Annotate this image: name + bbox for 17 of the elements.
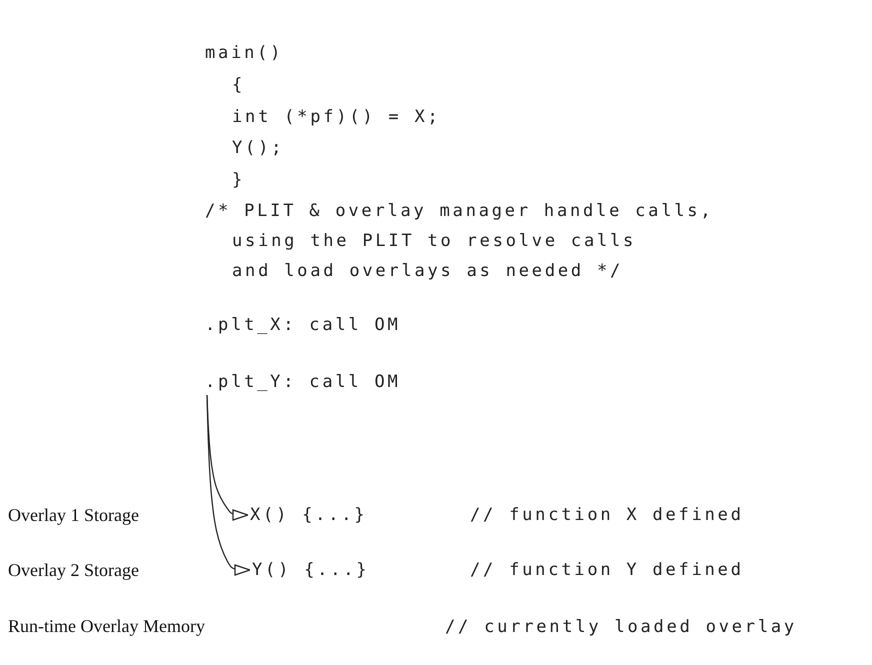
- code-line: {: [232, 74, 246, 97]
- code-comment: // currently loaded overlay: [445, 616, 797, 639]
- region-label: Overlay 1 Storage: [8, 504, 139, 527]
- region-label: Overlay 2 Storage: [8, 559, 139, 582]
- code-line: Y();: [232, 137, 284, 160]
- arrow: [206, 394, 251, 576]
- code-comment: /* PLIT & overlay manager handle calls, using the PLIT to resolve calls and load overlays as needed */: [205, 200, 714, 283]
- code-line: int (*pf)() = X;: [232, 106, 441, 129]
- region-label: Run-time Overlay Memory: [8, 615, 205, 638]
- code-comment: // function Y defined: [470, 559, 744, 582]
- code-line: }: [232, 169, 246, 192]
- function-code: X() {...}: [250, 500, 368, 530]
- code-line: .plt_Y: call OM: [205, 367, 401, 397]
- code-line: .plt_X: call OM: [205, 310, 401, 340]
- function-code: Y() {...}: [252, 555, 370, 585]
- code-comment: // function X defined: [470, 504, 744, 527]
- code-line: main(): [205, 42, 284, 65]
